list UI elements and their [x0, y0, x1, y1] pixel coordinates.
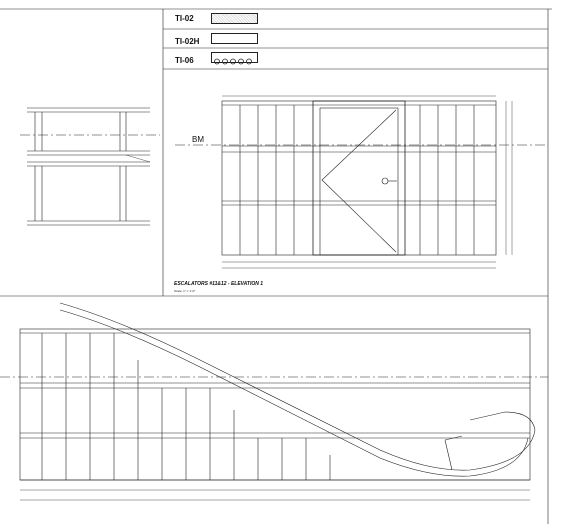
- legend-swatch-ti-02: [211, 13, 258, 24]
- legend-swatch-ti-02h: [211, 33, 258, 44]
- legend-swatch-ti-06: [211, 52, 258, 65]
- legend-code-ti-06: TI-06: [175, 56, 194, 65]
- circle-pattern-icon: [214, 58, 252, 65]
- elevation-scale: Scale: 1" = 1'-0": [174, 289, 196, 293]
- legend-code-ti-02h: TI-02H: [175, 37, 200, 46]
- benchmark-label: BM: [192, 135, 204, 144]
- elevation-title: ESCALATORS #11&12 - ELEVATION 1: [174, 281, 264, 287]
- legend-code-ti-02: TI-02: [175, 14, 194, 23]
